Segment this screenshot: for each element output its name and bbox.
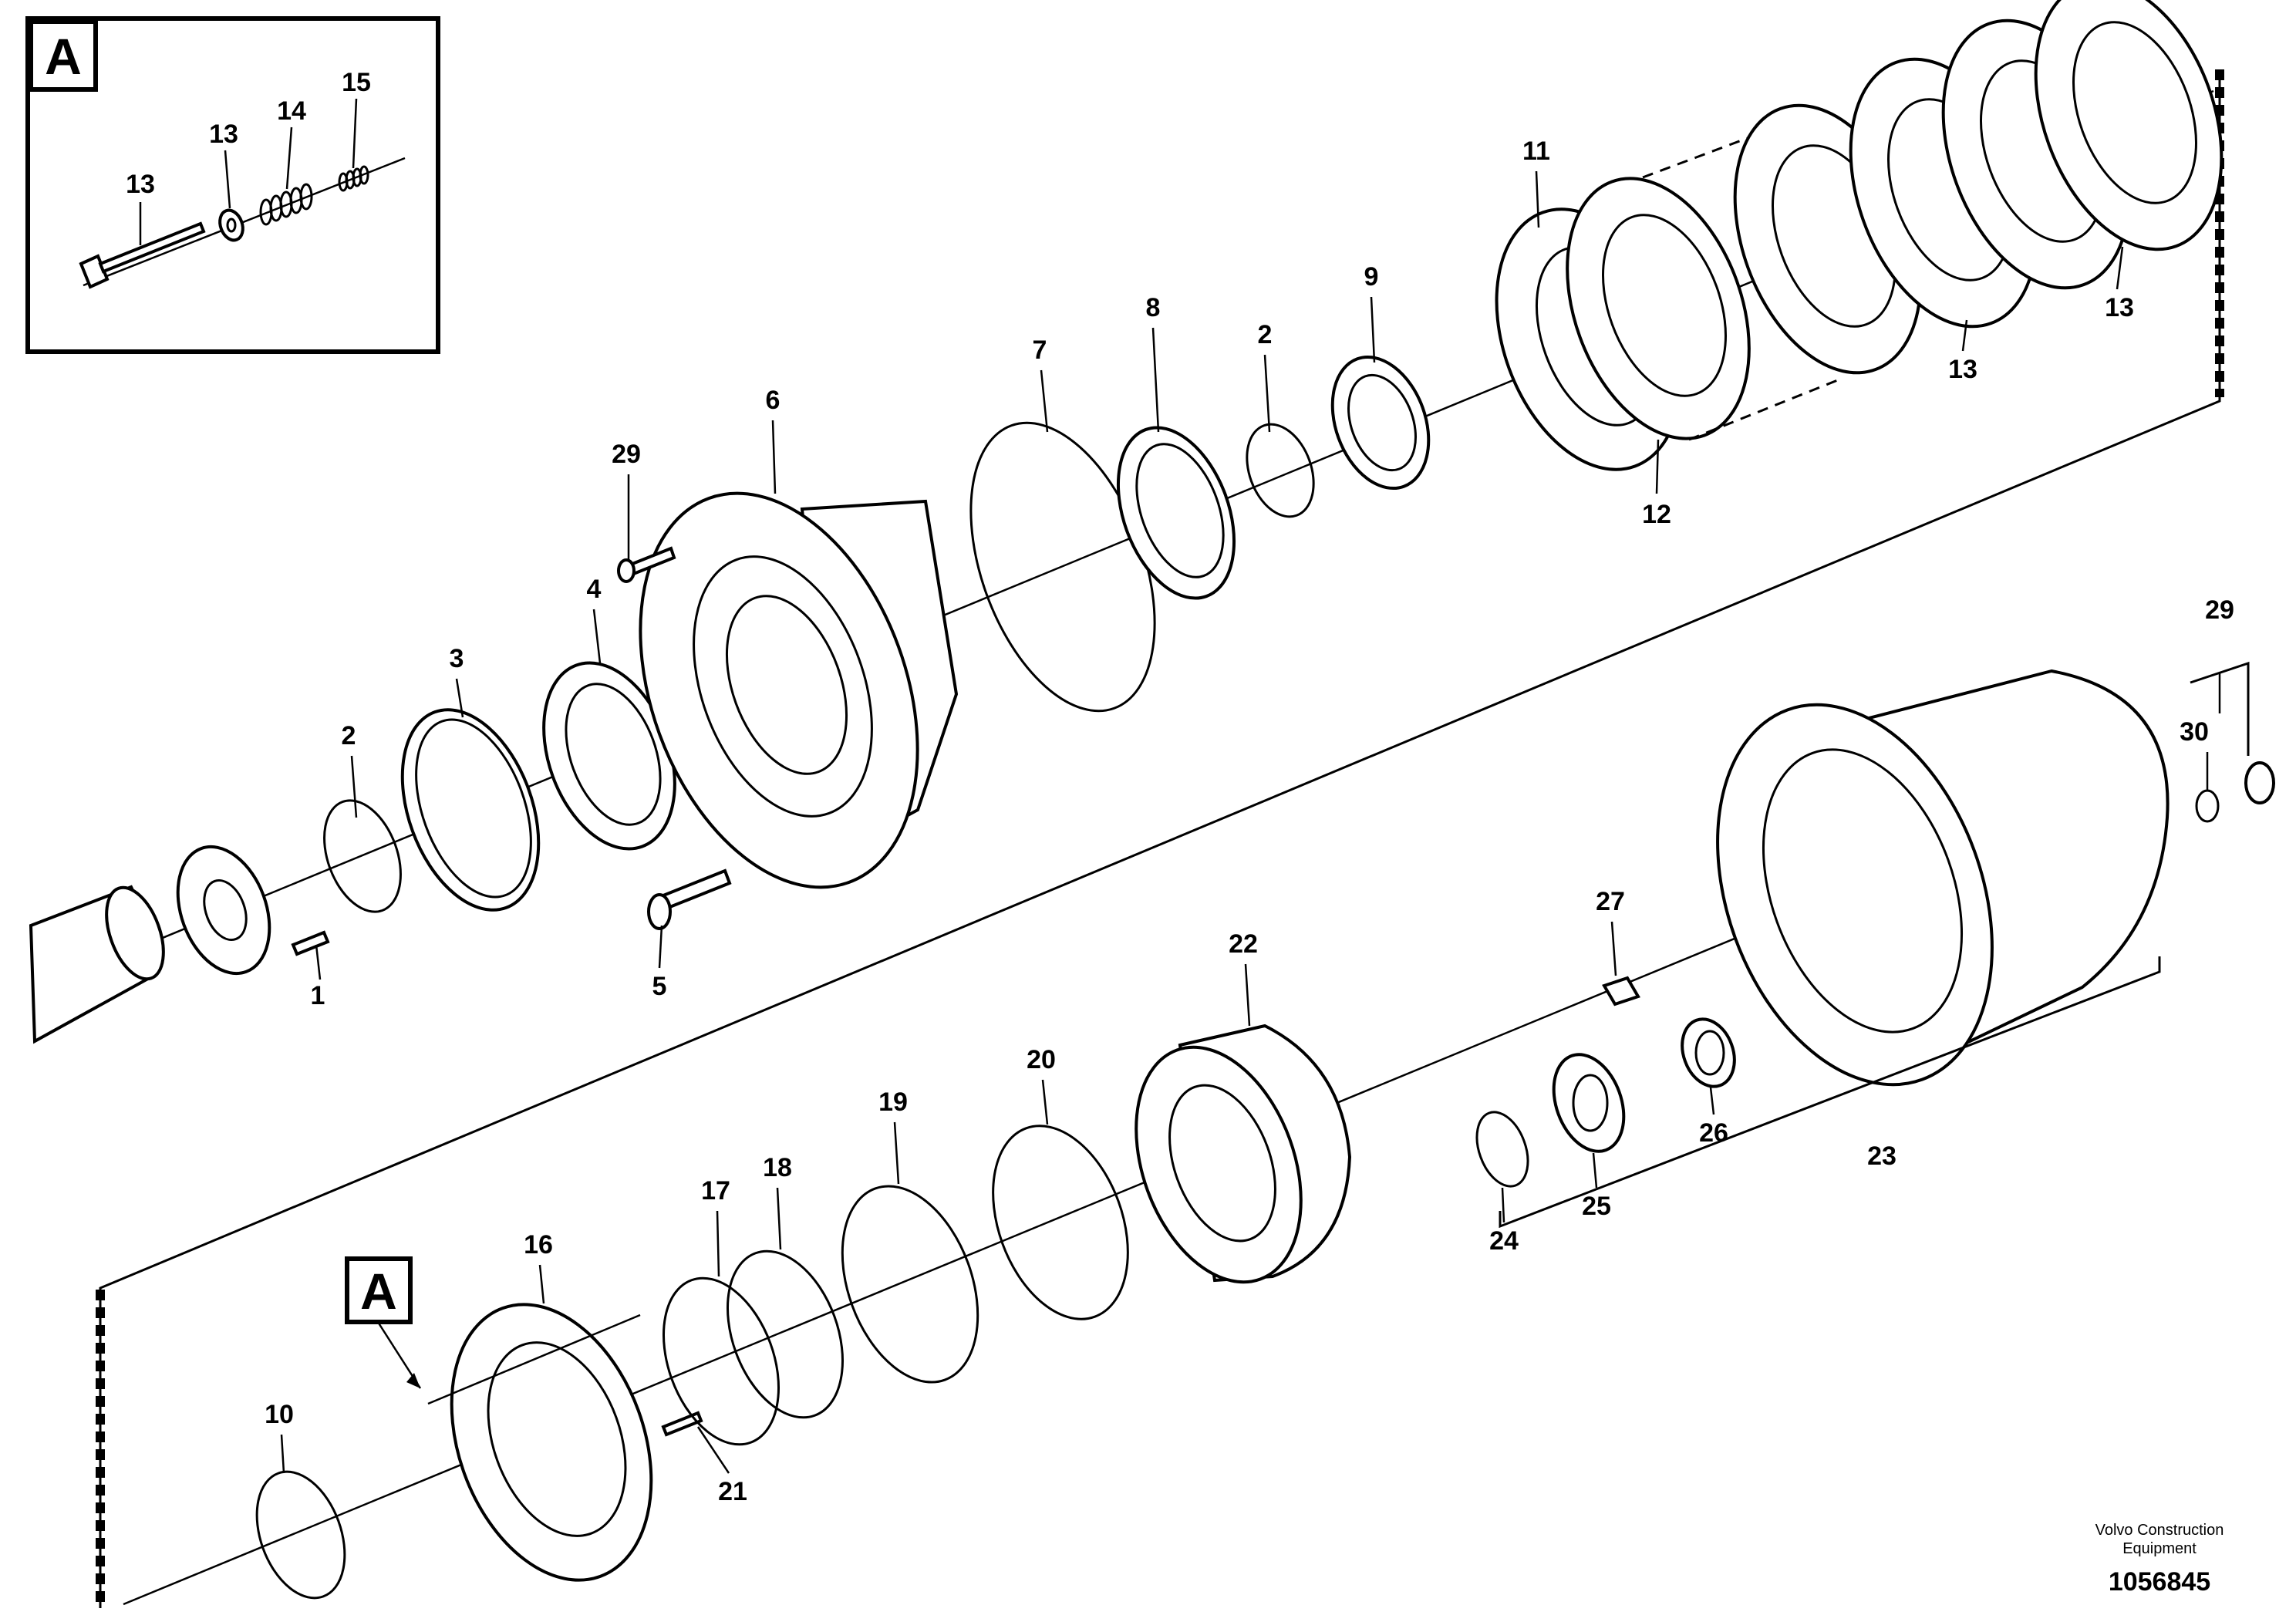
- gear-9: [1330, 355, 1431, 491]
- footer: Volvo Construction Equipment 1056845: [2095, 1522, 2224, 1597]
- spring-17: [338, 165, 369, 192]
- wheel-hub-6: [639, 491, 959, 889]
- callout-18: 16: [524, 1230, 553, 1259]
- inset-ref-a: A: [345, 1256, 641, 1405]
- callout-5: 5: [652, 972, 667, 1001]
- inset-ref-label: A: [360, 1263, 397, 1320]
- callout-29: 27: [1596, 887, 1625, 916]
- callout-10: 10: [265, 1400, 294, 1429]
- callout-13a: 13: [1948, 355, 1977, 384]
- callout-17: 15: [342, 68, 371, 97]
- callout-21: 19: [878, 1088, 908, 1117]
- company-line1: Volvo Construction: [2095, 1522, 2224, 1539]
- callout-32: 30: [2180, 717, 2209, 747]
- ring-2-upper: [1246, 423, 1315, 518]
- callout-23: 21: [718, 1477, 747, 1506]
- callout-26: 24: [1489, 1226, 1519, 1256]
- ring-21: [841, 1185, 979, 1384]
- callout-3: 3: [450, 644, 464, 673]
- callout-28: 26: [1699, 1118, 1728, 1148]
- carrier-18: [450, 1303, 653, 1582]
- drawing-number: 1056845: [2109, 1567, 2210, 1597]
- callout-6: 6: [766, 386, 781, 415]
- callout-9: 9: [1364, 262, 1379, 292]
- housing-25: [1716, 669, 2170, 1087]
- ring-2: [323, 799, 402, 913]
- callout-2b: 2: [1258, 320, 1273, 349]
- ring-20: [726, 1249, 845, 1419]
- callout-27: 25: [1582, 1192, 1611, 1221]
- seal-3: [400, 708, 541, 912]
- callout-15: 13: [209, 120, 238, 149]
- ring-10: [255, 1470, 346, 1600]
- callout-31: 29: [2205, 595, 2234, 625]
- callout-22: 20: [1027, 1045, 1056, 1074]
- lower-assembly: 10 16 17 18 19 20 21 22 23 24 25 26 27 2…: [123, 595, 2275, 1606]
- axle-shaft: [29, 885, 165, 1044]
- bearing-8: [1116, 426, 1236, 600]
- callout-16: 14: [277, 96, 306, 126]
- callout-7: 7: [1033, 336, 1047, 365]
- callout-12: 12: [1642, 500, 1671, 529]
- callout-8: 8: [1146, 293, 1161, 322]
- ring-19: [662, 1276, 781, 1446]
- callout-14: 13: [126, 170, 155, 199]
- upper-assembly: 1 2 3 4 5 6 7 8 2 9 11 12 13 13 29: [29, 0, 2224, 1044]
- inset-label: A: [45, 28, 82, 85]
- callout-11: 11: [1522, 137, 1550, 166]
- callout-20: 18: [763, 1153, 792, 1182]
- callout-25: 23: [1867, 1141, 1896, 1171]
- inset-detail-a: A 13 13 14 1: [25, 16, 440, 354]
- company-line2: Equipment: [2122, 1540, 2197, 1557]
- spring-16: [259, 183, 313, 226]
- callout-30: 29: [612, 440, 641, 469]
- callout-2a: 2: [342, 721, 356, 750]
- callout-24: 22: [1229, 929, 1258, 959]
- callout-13b: 13: [2105, 293, 2134, 322]
- callout-1: 1: [311, 981, 325, 1010]
- ring-gear-24: [1135, 1023, 1352, 1284]
- bolt-14: [79, 221, 206, 289]
- disc-12: [1566, 177, 1751, 440]
- callout-4: 4: [587, 575, 602, 604]
- callout-19: 17: [701, 1176, 730, 1206]
- ring-22: [992, 1125, 1129, 1320]
